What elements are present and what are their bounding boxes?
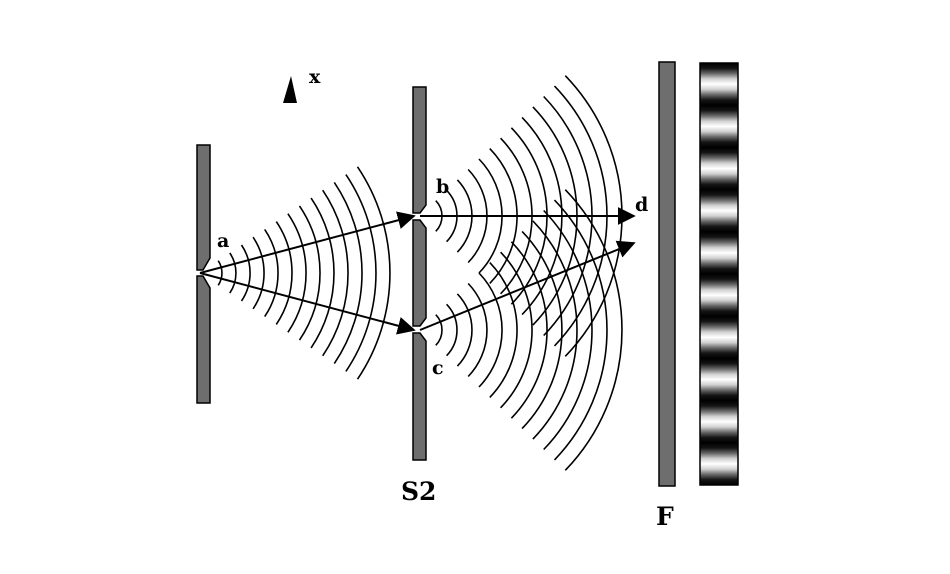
wavefront-arc — [521, 230, 563, 430]
wavefront-arc — [478, 272, 503, 388]
wavefront-arc — [287, 213, 307, 333]
wavefront-arc — [553, 199, 608, 461]
label-c: c — [432, 357, 444, 379]
barrier-s1 — [196, 144, 211, 404]
screen-f — [658, 61, 676, 487]
barrier-s2-top — [412, 86, 427, 214]
wavefront-arc — [252, 236, 265, 310]
interference-pattern — [699, 62, 739, 486]
label-s2: S2 — [401, 477, 436, 506]
label-a: a — [217, 230, 229, 252]
barrier-s2-bottom — [412, 332, 427, 461]
wavefront-arc — [229, 252, 237, 294]
rays — [199, 207, 636, 335]
wavefront-arc — [345, 174, 377, 372]
label-d: d — [635, 194, 648, 216]
wavefront-arc — [217, 260, 223, 286]
wavefront-arc — [543, 209, 593, 451]
wavefront-arc — [489, 262, 518, 398]
barrier-s2 — [412, 86, 427, 461]
ray-a-to-c — [199, 272, 416, 335]
wavefront-arc — [510, 241, 548, 419]
wavefront-arc — [532, 220, 578, 440]
wavefront-arc — [456, 293, 473, 367]
wavefronts-from-a — [217, 166, 391, 380]
wavefront-arc — [446, 303, 458, 357]
wavefront-arc — [467, 282, 488, 378]
wavefront-arc — [435, 314, 443, 346]
label-x: x — [309, 66, 321, 88]
wavefront-arc — [264, 228, 279, 318]
barrier-s1-lower — [196, 275, 211, 404]
label-b: b — [436, 176, 449, 198]
wavefronts-from-c — [435, 189, 623, 471]
wavefront-arc — [333, 181, 363, 365]
barrier-s2-middle — [412, 219, 427, 327]
label-f: F — [656, 502, 674, 531]
ray-c-to-d — [419, 240, 636, 331]
barrier-s1-upper — [196, 144, 211, 271]
wavefront-arc — [356, 166, 391, 380]
wavefront-arc — [564, 189, 623, 471]
wavefront-arc — [310, 197, 335, 349]
wavefront-arc — [240, 244, 251, 302]
ray-a-to-b — [199, 211, 416, 274]
wavefront-arc — [275, 221, 293, 325]
wavefront-arc — [322, 189, 349, 357]
wavefront-arc — [500, 251, 533, 409]
x-axis-arrow-icon — [283, 76, 297, 103]
wavefront-arc — [298, 205, 321, 341]
